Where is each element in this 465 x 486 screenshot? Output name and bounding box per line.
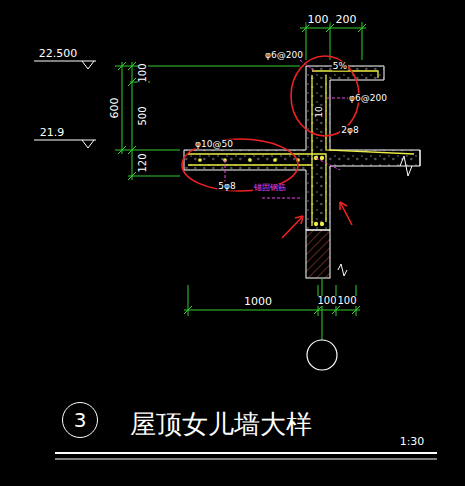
scale-text: 1:30 <box>399 436 426 447</box>
dimension-text: 1000 <box>243 296 273 307</box>
dimension-text: 500 <box>138 105 148 126</box>
rebar-note: φ6@200 <box>264 51 304 60</box>
detail-number-circle: 3 <box>62 402 98 438</box>
rebar-note: 锚固钢筋 <box>253 184 287 192</box>
dimension-text: 100 <box>336 296 357 306</box>
elevation-mark: 21.9 <box>39 127 66 138</box>
dimension-text: 600 <box>109 97 120 120</box>
rebar-note: φ6@200 <box>348 94 388 103</box>
rebar-note: φ10@50 <box>194 140 234 149</box>
drawing-title: 屋顶女儿墙大样 <box>130 411 312 437</box>
dimension-text: 200 <box>335 14 358 25</box>
dimension-text: 100 <box>138 62 148 83</box>
detail-number: 3 <box>74 410 87 430</box>
rebar-note: 5φ8 <box>217 182 236 191</box>
slope-note: 5% <box>332 62 348 71</box>
dimension-text: 120 <box>138 152 148 173</box>
elevation-mark: 22.500 <box>38 48 79 59</box>
rebar-note: 2φ8 <box>340 126 359 135</box>
dimension-text: 100 <box>307 14 330 25</box>
dimension-text: 100 <box>316 296 337 306</box>
dimension-text: 10 <box>315 105 324 118</box>
